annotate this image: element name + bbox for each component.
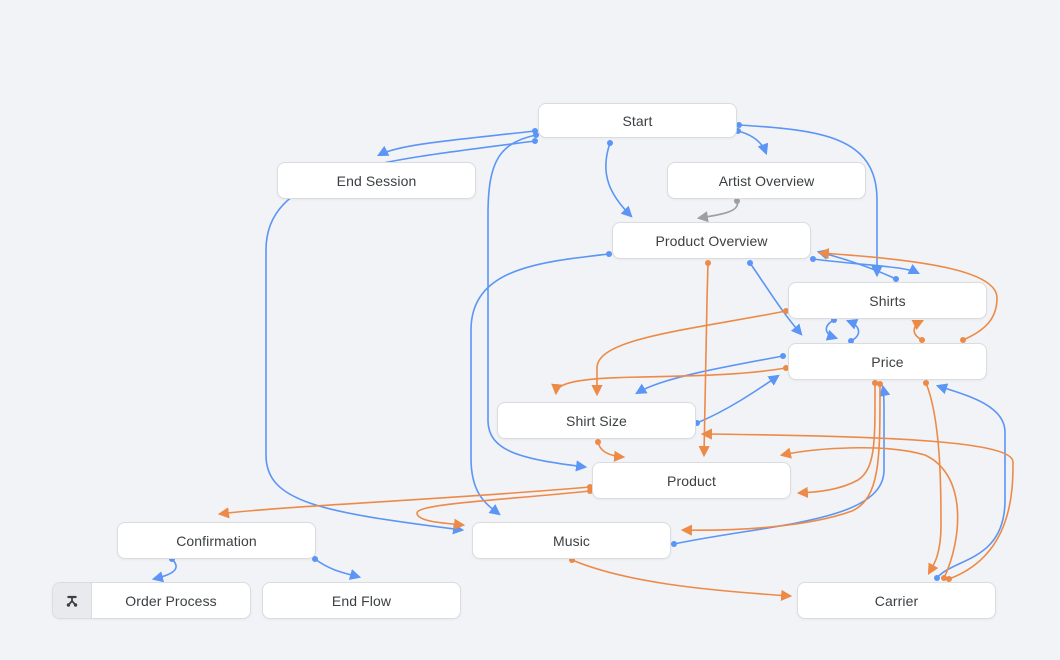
- edge-start-dot: [946, 576, 952, 582]
- edge-start-dot: [595, 439, 601, 445]
- edge-start-dot: [734, 198, 740, 204]
- node-label-product: Product: [667, 472, 716, 489]
- node-label-order-process: Order Process: [125, 592, 217, 609]
- node-label-shirts: Shirts: [869, 292, 906, 309]
- edge-start-dot: [877, 381, 883, 387]
- edge-start-dot: [780, 353, 786, 359]
- edge-product-overview-to-shirts[interactable]: [812, 258, 921, 275]
- edge-price-to-music[interactable]: [680, 383, 881, 536]
- edge-start-dot: [671, 541, 677, 547]
- edge-start-dot: [941, 575, 947, 581]
- edge-start-dot: [532, 138, 538, 144]
- edge-start-to-music[interactable]: [265, 140, 536, 535]
- edge-start-to-product[interactable]: [487, 134, 588, 472]
- edge-start-dot: [312, 556, 318, 562]
- edge-product-overview-to-music[interactable]: [470, 253, 610, 516]
- edge-carrier-to-shirt-size[interactable]: [700, 428, 1014, 580]
- edge-start-dot: [606, 251, 612, 257]
- node-label-music: Music: [552, 532, 591, 549]
- edge-shirts-to-shirt-size[interactable]: [591, 310, 787, 397]
- edge-start-dot: [934, 575, 940, 581]
- node-shirt-size[interactable]: Shirt Size: [497, 402, 696, 439]
- edge-start-dot: [893, 276, 899, 282]
- edge-start-to-end-session[interactable]: [377, 130, 536, 157]
- edge-confirmation-to-order-process[interactable]: [151, 558, 177, 583]
- edge-start-dot: [736, 122, 742, 128]
- edge-price-to-product-overview[interactable]: [817, 247, 998, 341]
- node-carrier[interactable]: Carrier: [797, 582, 996, 619]
- edge-start-to-artist-overview[interactable]: [737, 130, 769, 156]
- edge-artist-overview-to-product-overview[interactable]: [696, 200, 739, 223]
- edge-start-dot: [919, 337, 925, 343]
- edge-start-to-product-overview[interactable]: [605, 142, 633, 218]
- edge-shirt-size-to-product[interactable]: [597, 441, 626, 462]
- edge-start-dot: [705, 260, 711, 266]
- edge-start-dot: [848, 338, 854, 344]
- edge-product-to-confirmation[interactable]: [217, 486, 591, 519]
- edge-price-to-carrier[interactable]: [925, 382, 942, 575]
- edge-music-to-price[interactable]: [673, 384, 891, 545]
- edge-price-to-shirt-size[interactable]: [635, 355, 784, 395]
- edge-start-dot: [783, 365, 789, 371]
- edge-confirmation-to-end-flow[interactable]: [314, 558, 362, 580]
- node-label-price: Price: [871, 353, 904, 370]
- node-music[interactable]: Music: [472, 522, 671, 559]
- node-order-process[interactable]: Order Process: [52, 582, 251, 619]
- edge-start-dot: [783, 308, 789, 314]
- edge-price-to-shirts[interactable]: [845, 318, 860, 342]
- node-artist-overview[interactable]: Artist Overview: [667, 162, 866, 199]
- node-label-confirmation: Confirmation: [176, 532, 257, 549]
- node-label-start: Start: [622, 112, 653, 129]
- edge-price-to-shirts[interactable]: [911, 319, 925, 341]
- node-label-carrier: Carrier: [874, 592, 919, 609]
- node-label-product-overview: Product Overview: [655, 232, 768, 249]
- node-price[interactable]: Price: [788, 343, 987, 380]
- edge-carrier-to-product[interactable]: [779, 446, 959, 579]
- node-product-overview[interactable]: Product Overview: [612, 222, 811, 259]
- edge-start-dot: [872, 380, 878, 386]
- edge-music-to-carrier[interactable]: [571, 559, 793, 601]
- node-label-end-flow: End Flow: [331, 592, 392, 609]
- edge-start-dot: [587, 488, 593, 494]
- edge-start-dot: [747, 260, 753, 266]
- node-confirmation[interactable]: Confirmation: [117, 522, 316, 559]
- node-label-artist-overview: Artist Overview: [718, 172, 815, 189]
- flow-icon: [53, 583, 92, 618]
- edge-price-to-product[interactable]: [796, 382, 876, 499]
- edge-carrier-to-price[interactable]: [935, 383, 1006, 579]
- node-shirts[interactable]: Shirts: [788, 282, 987, 319]
- edge-price-to-shirt-size[interactable]: [551, 367, 787, 396]
- edge-start-dot: [960, 337, 966, 343]
- edge-start-to-shirts[interactable]: [738, 124, 883, 278]
- node-label-shirt-size: Shirt Size: [566, 412, 627, 429]
- node-start[interactable]: Start: [538, 103, 737, 138]
- edge-start-dot: [607, 140, 613, 146]
- edge-product-overview-to-price[interactable]: [749, 262, 803, 336]
- edge-shirt-size-to-price[interactable]: [696, 374, 780, 424]
- edge-start-dot: [533, 132, 539, 138]
- edge-product-to-music[interactable]: [416, 490, 591, 530]
- node-end-flow[interactable]: End Flow: [262, 582, 461, 619]
- node-end-session[interactable]: End Session: [277, 162, 476, 199]
- node-product[interactable]: Product: [592, 462, 791, 499]
- node-label-end-session: End Session: [336, 172, 417, 189]
- edge-start-dot: [810, 256, 816, 262]
- edge-start-dot: [923, 380, 929, 386]
- edge-product-overview-to-product[interactable]: [698, 262, 710, 458]
